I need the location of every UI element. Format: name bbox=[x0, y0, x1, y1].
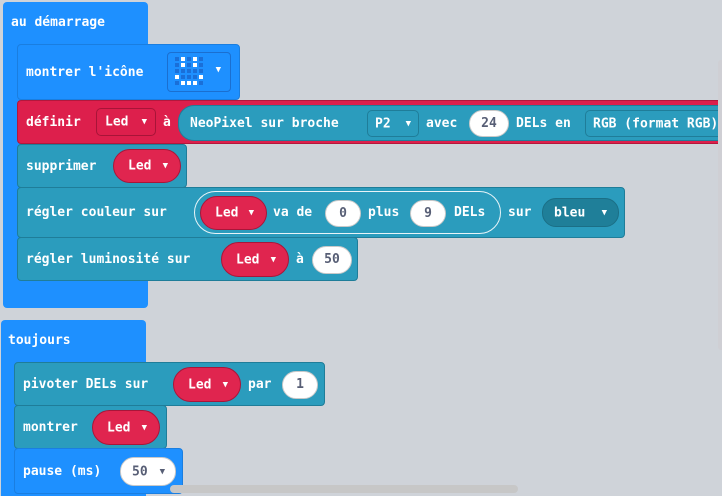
smiley-led-icon bbox=[175, 57, 203, 85]
color-value: bleu bbox=[554, 205, 586, 220]
forever-header[interactable]: toujours bbox=[1, 320, 146, 362]
on-start-header[interactable]: au démarrage bbox=[3, 2, 148, 44]
leds-in-label: DELs en bbox=[516, 116, 571, 131]
chevron-down-icon: ▼ bbox=[159, 466, 165, 477]
range-length-value: 9 bbox=[424, 206, 432, 221]
brightness-input[interactable]: 50 bbox=[312, 246, 352, 274]
chevron-down-icon: ▼ bbox=[270, 254, 276, 265]
set-color-block[interactable]: régler couleur sur Led ▼ va de 0 plus 9 … bbox=[17, 187, 625, 238]
chevron-down-icon: ▼ bbox=[141, 422, 147, 433]
set-variable-block[interactable]: définir Led ▼ à NeoPixel sur broche P2 ▼… bbox=[17, 100, 722, 144]
pause-duration-dropdown[interactable]: 50 ▼ bbox=[120, 457, 176, 486]
brightness-value: 50 bbox=[324, 252, 340, 267]
range-start-value: 0 bbox=[339, 206, 347, 221]
variable-dropdown[interactable]: Led ▼ bbox=[113, 149, 181, 183]
on-start-label: au démarrage bbox=[11, 15, 105, 30]
chevron-down-icon: ▼ bbox=[215, 65, 221, 75]
variable-dropdown[interactable]: Led ▼ bbox=[173, 367, 241, 402]
set-color-label: régler couleur sur bbox=[26, 205, 167, 220]
vertical-scrollbar[interactable] bbox=[718, 60, 722, 350]
pause-duration-value: 50 bbox=[132, 464, 148, 479]
by-label: par bbox=[248, 377, 272, 392]
icon-picker-dropdown[interactable]: ▼ bbox=[167, 52, 231, 92]
variable-dropdown[interactable]: Led ▼ bbox=[96, 108, 156, 136]
variable-name: Led bbox=[105, 114, 129, 130]
range-start-input[interactable]: 0 bbox=[325, 200, 361, 227]
forever-label: toujours bbox=[8, 333, 71, 348]
color-dropdown[interactable]: bleu ▼ bbox=[542, 198, 619, 227]
set-variable-label: définir bbox=[26, 115, 81, 130]
with-label: avec bbox=[426, 116, 458, 131]
pin-value: P2 bbox=[375, 116, 391, 131]
variable-name: Led bbox=[107, 420, 131, 435]
pause-label: pause (ms) bbox=[23, 464, 102, 479]
on-label: sur bbox=[508, 205, 532, 220]
neopixel-label: NeoPixel sur broche bbox=[190, 116, 339, 131]
set-brightness-label: régler luminosité sur bbox=[26, 252, 191, 267]
show-block[interactable]: montrer Led ▼ bbox=[14, 405, 167, 449]
horizontal-scrollbar[interactable] bbox=[170, 485, 518, 493]
rotate-label: pivoter DELs sur bbox=[23, 377, 149, 392]
led-count-value: 24 bbox=[481, 116, 497, 131]
pause-block[interactable]: pause (ms) 50 ▼ bbox=[14, 448, 183, 494]
plus-label: plus bbox=[368, 205, 400, 220]
variable-name: Led bbox=[215, 205, 239, 221]
mode-value: RGB (format RGB) bbox=[593, 116, 719, 131]
variable-dropdown[interactable]: Led ▼ bbox=[200, 196, 267, 230]
variable-name: Led bbox=[128, 158, 152, 174]
variable-name: Led bbox=[188, 377, 212, 392]
show-icon-block[interactable]: montrer l'icône ▼ bbox=[17, 44, 240, 100]
rotate-amount-value: 1 bbox=[296, 377, 304, 392]
range-length-input[interactable]: 9 bbox=[410, 200, 446, 227]
led-count-input[interactable]: 24 bbox=[469, 110, 509, 137]
range-block[interactable]: Led ▼ va de 0 plus 9 DELs bbox=[194, 191, 501, 234]
to-label: à bbox=[163, 115, 171, 130]
clear-label: supprimer bbox=[26, 159, 97, 174]
neopixel-create-block[interactable]: NeoPixel sur broche P2 ▼ avec 24 DELs en… bbox=[178, 105, 722, 141]
leds-label: DELs bbox=[454, 205, 486, 220]
variable-name: Led bbox=[236, 252, 260, 267]
to-label: à bbox=[296, 252, 304, 267]
rotate-amount-input[interactable]: 1 bbox=[282, 371, 318, 399]
chevron-down-icon: ▼ bbox=[141, 117, 147, 127]
set-brightness-block[interactable]: régler luminosité sur Led ▼ à 50 bbox=[17, 237, 358, 281]
mode-dropdown[interactable]: RGB (format RGB) bbox=[585, 110, 722, 137]
range-from-label: va de bbox=[273, 205, 313, 220]
pin-dropdown[interactable]: P2 ▼ bbox=[367, 110, 419, 137]
rotate-block[interactable]: pivoter DELs sur Led ▼ par 1 bbox=[14, 362, 325, 406]
chevron-down-icon: ▼ bbox=[405, 118, 411, 129]
clear-block[interactable]: supprimer Led ▼ bbox=[17, 144, 187, 188]
show-icon-label: montrer l'icône bbox=[26, 65, 144, 80]
chevron-down-icon: ▼ bbox=[222, 379, 228, 390]
chevron-down-icon: ▼ bbox=[162, 161, 168, 171]
show-label: montrer bbox=[23, 420, 78, 435]
variable-dropdown[interactable]: Led ▼ bbox=[221, 242, 289, 277]
variable-dropdown[interactable]: Led ▼ bbox=[92, 410, 160, 445]
chevron-down-icon: ▼ bbox=[601, 207, 607, 218]
chevron-down-icon: ▼ bbox=[248, 208, 254, 218]
